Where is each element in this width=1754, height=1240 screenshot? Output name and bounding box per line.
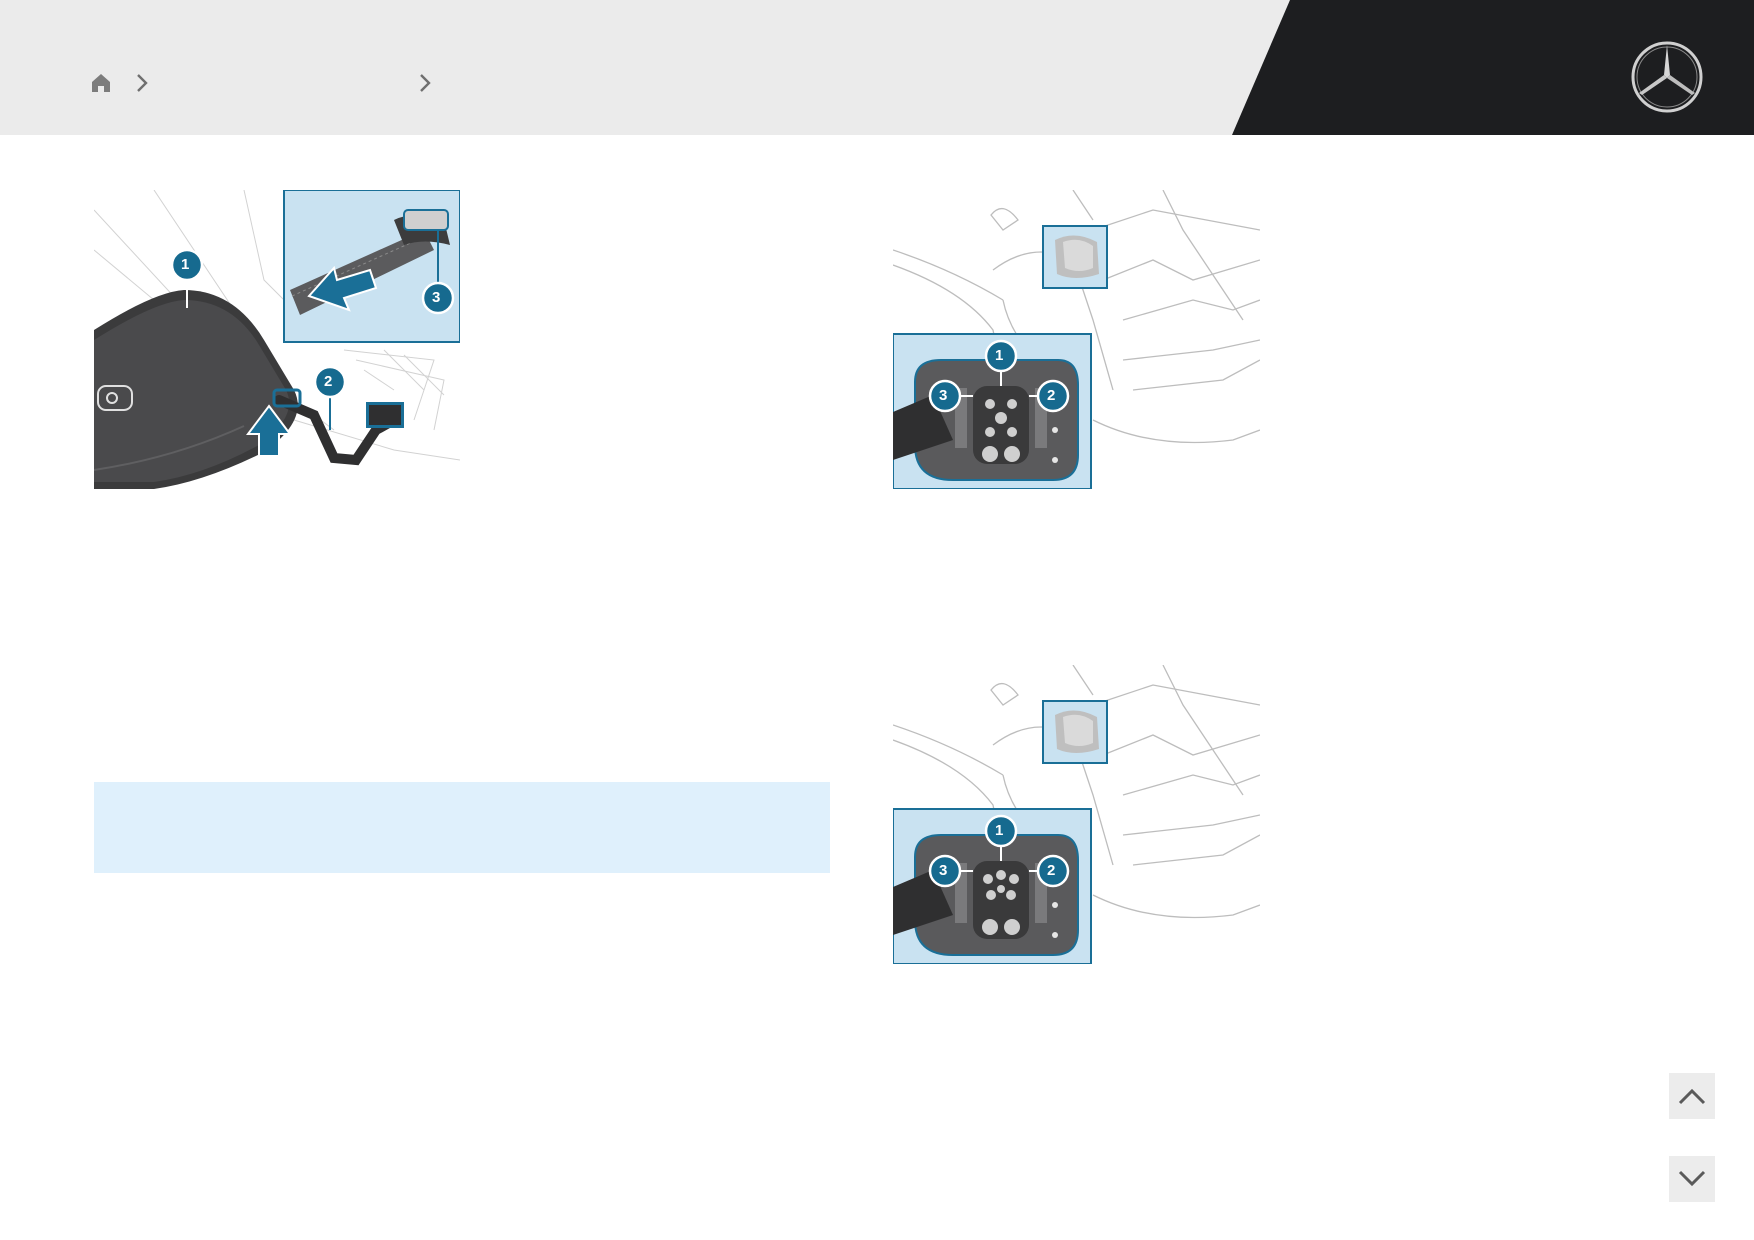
callout-3: 3 bbox=[432, 289, 441, 306]
page-header bbox=[0, 0, 1754, 135]
charging-socket-type2-illustration: 1 3 2 bbox=[893, 665, 1260, 964]
mercedes-benz-star-logo[interactable] bbox=[1630, 40, 1704, 114]
callout-1: 1 bbox=[995, 822, 1004, 839]
chevron-right-icon bbox=[135, 72, 149, 99]
header-dark-panel bbox=[1232, 0, 1754, 135]
callout-2: 2 bbox=[324, 373, 333, 390]
scroll-down-button[interactable] bbox=[1669, 1156, 1715, 1202]
callout-3: 3 bbox=[939, 387, 948, 404]
charging-cable-bag-illustration: 1 2 3 bbox=[94, 190, 460, 489]
charging-socket-combined-illustration: 1 3 2 bbox=[893, 190, 1260, 489]
home-icon[interactable] bbox=[90, 72, 112, 99]
chevron-up-icon bbox=[1678, 1088, 1706, 1105]
callout-3: 3 bbox=[939, 862, 948, 879]
callout-1: 1 bbox=[995, 347, 1004, 364]
callout-1: 1 bbox=[181, 256, 190, 273]
chevron-right-icon bbox=[418, 72, 432, 99]
chevron-down-icon bbox=[1678, 1170, 1706, 1187]
note-box bbox=[94, 782, 830, 873]
callout-2: 2 bbox=[1047, 387, 1056, 404]
callout-2: 2 bbox=[1047, 862, 1056, 879]
scroll-up-button[interactable] bbox=[1669, 1073, 1715, 1119]
